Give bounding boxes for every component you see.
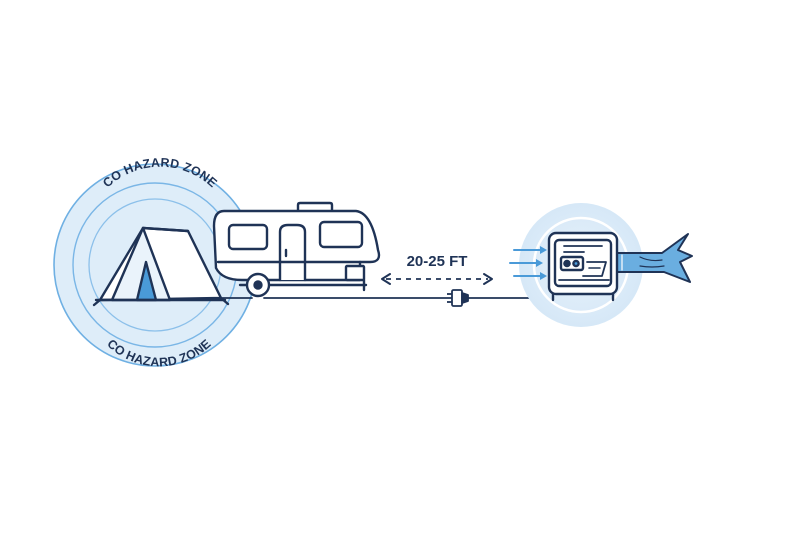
power-plug-icon [447, 289, 469, 307]
airflow-arrow-icon [540, 272, 547, 280]
rv-storage-box [344, 264, 366, 282]
rv-door [278, 223, 307, 282]
rv-trailer-icon [212, 201, 381, 298]
distance-label: 20-25 FT [407, 253, 468, 270]
tent-icon [92, 226, 230, 307]
airflow-arrow-icon [536, 259, 543, 267]
generator-icon [547, 231, 619, 302]
exhaust-plume-icon [616, 233, 693, 283]
distance-indicator: 20-25 FT [381, 253, 493, 285]
rv-window-right [318, 220, 364, 249]
distance-arrow-left-icon [381, 273, 391, 285]
rv-window-left [227, 223, 269, 251]
airflow-arrow-icon [540, 246, 547, 254]
airflow-arrows [509, 246, 547, 280]
distance-arrow-right-icon [483, 273, 493, 285]
power-cord [220, 288, 556, 299]
